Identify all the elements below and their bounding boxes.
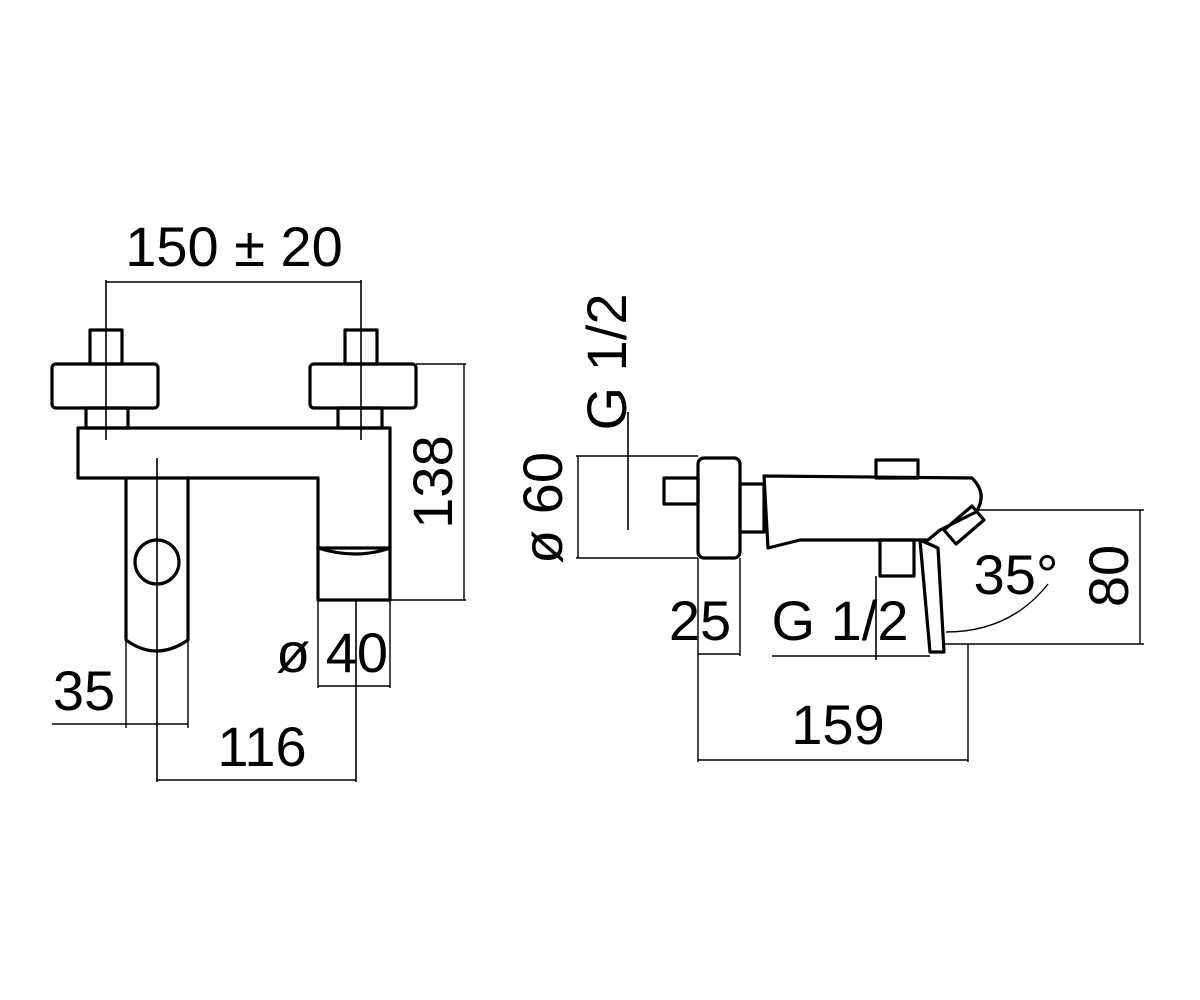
left-escutcheon bbox=[50, 362, 160, 410]
dim-overall-depth: 159 bbox=[791, 693, 884, 756]
left-inlet-thread bbox=[84, 406, 130, 430]
side-top-cap bbox=[874, 458, 920, 480]
dim-spout-diameter: ø 40 bbox=[276, 621, 388, 684]
side-inlet-nut bbox=[662, 476, 700, 506]
side-outlet-thread bbox=[878, 538, 916, 578]
dim-wall-offset: 25 bbox=[669, 589, 731, 652]
front-view: 150 ± 20 138 ø 40 35 116 bbox=[50, 215, 466, 782]
dim-front-height: 138 bbox=[401, 435, 464, 528]
dim-lever-angle: 35° bbox=[974, 543, 1059, 606]
dim-front-width: 150 ± 20 bbox=[125, 215, 343, 278]
side-spout bbox=[918, 538, 946, 654]
dim-depth-from-outlet: 116 bbox=[217, 715, 306, 778]
side-escutcheon bbox=[696, 456, 742, 560]
dim-inlet-thread-top: G 1/2 bbox=[575, 294, 638, 431]
right-inlet-thread bbox=[336, 406, 384, 430]
right-escutcheon bbox=[308, 362, 418, 410]
dim-escutcheon-diameter: ø 60 bbox=[511, 452, 574, 564]
dim-outlet-thread: G 1/2 bbox=[772, 589, 909, 652]
dim-lever-offset: 35 bbox=[53, 659, 115, 722]
side-view: G 1/2 ø 60 25 G 1/2 35° 80 159 bbox=[511, 294, 1144, 762]
dim-side-height: 80 bbox=[1077, 545, 1140, 607]
spout-outlet bbox=[316, 546, 392, 602]
dim-angle-arc bbox=[945, 583, 1049, 633]
side-lever-tip bbox=[942, 504, 986, 546]
side-connector-thread bbox=[738, 482, 766, 534]
